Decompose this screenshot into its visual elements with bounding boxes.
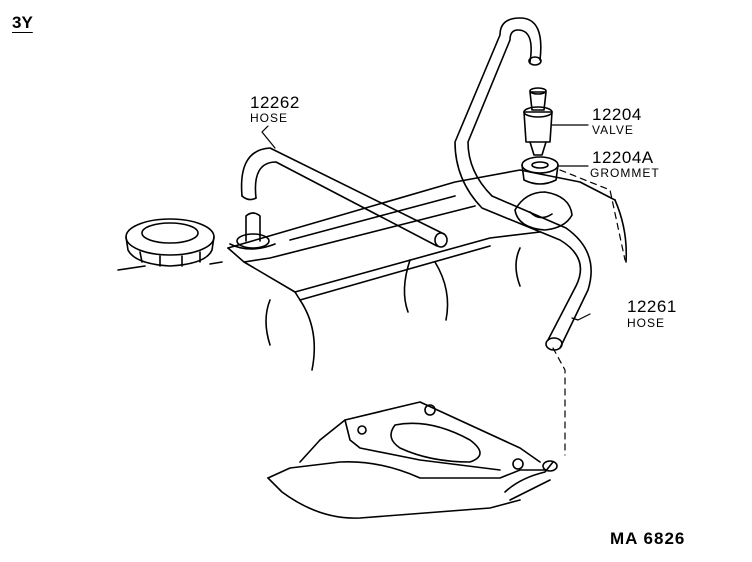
part-number-12262: 12262: [250, 93, 300, 112]
hose-12262: [240, 147, 448, 248]
engine-tag: 3Y: [12, 13, 33, 32]
reference-code: MA 6826: [610, 529, 686, 548]
part-name-12204a: GROMMET: [590, 166, 660, 180]
filler-cap: [125, 218, 215, 267]
valve-cover: [117, 169, 628, 371]
hose-12261: [454, 17, 592, 351]
part-name-12204: VALVE: [592, 123, 634, 137]
part-number-12204a: 12204A: [592, 148, 654, 167]
part-number-12261: 12261: [627, 297, 677, 316]
fitting-left: [229, 212, 276, 250]
part-name-12261: HOSE: [627, 316, 666, 330]
grommet: [521, 156, 559, 185]
pcv-valve: [523, 87, 553, 156]
part-number-12204: 12204: [592, 105, 642, 124]
part-name-12262: HOSE: [250, 111, 289, 125]
connection-lines: [552, 169, 626, 456]
intake-manifold: [267, 401, 558, 519]
leader-lines: [261, 124, 591, 321]
